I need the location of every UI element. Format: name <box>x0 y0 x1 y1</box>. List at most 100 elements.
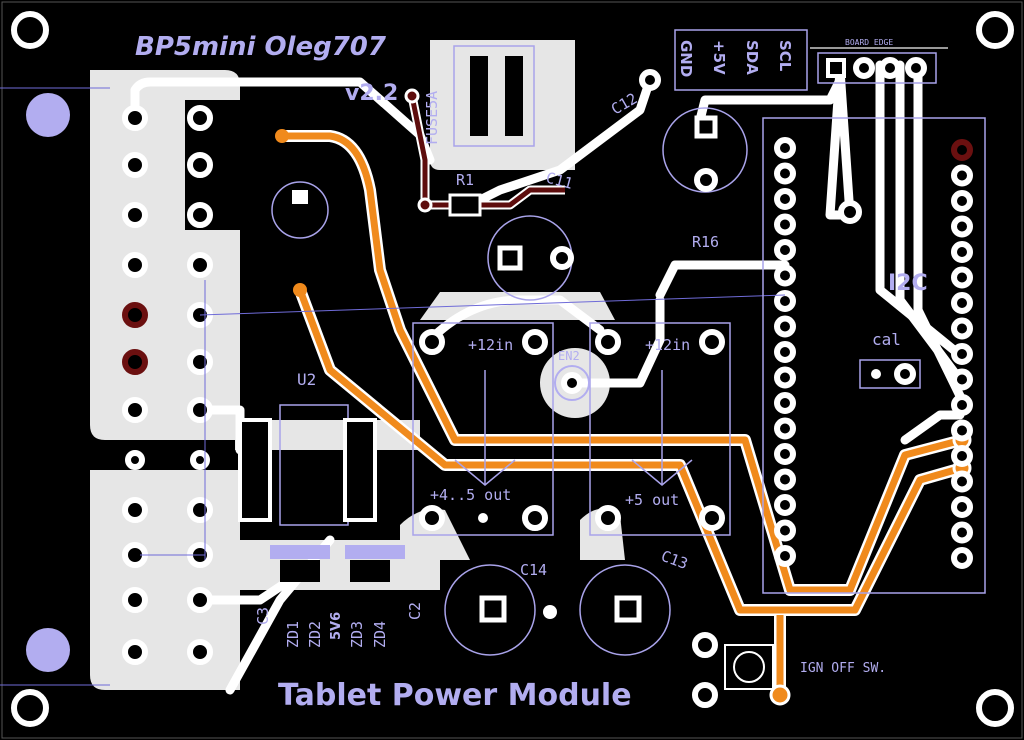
zd1-label: ZD1 <box>284 621 302 648</box>
c14-label: C14 <box>520 561 547 579</box>
i2c-scl-label: SCL <box>776 40 794 72</box>
i2c-5v-label: +5V <box>710 40 728 75</box>
pad <box>774 188 796 210</box>
pad <box>122 497 148 523</box>
pad <box>774 137 796 159</box>
pad <box>774 264 796 287</box>
zener-value-label: 5V6 <box>329 612 344 640</box>
regulator-2: +12in +5 out <box>589 322 731 536</box>
pad <box>951 343 973 365</box>
white-traces <box>130 60 967 705</box>
pad <box>774 290 796 312</box>
pad <box>951 292 973 314</box>
pad <box>125 450 145 470</box>
left-connector-pads <box>122 105 213 665</box>
pad <box>122 587 148 613</box>
r16-label: R16 <box>692 233 719 251</box>
zd3-label: ZD3 <box>348 621 366 648</box>
pad <box>951 368 973 391</box>
pad <box>774 162 796 185</box>
pad <box>774 519 796 542</box>
pad <box>187 497 213 523</box>
pad <box>774 545 796 567</box>
pad <box>951 317 973 340</box>
regulator-2-output-label: +5 out <box>625 491 679 509</box>
pad <box>122 302 148 328</box>
fuse-label: FUSE5A <box>423 91 441 145</box>
pad <box>951 190 973 212</box>
pad <box>187 152 213 178</box>
pad <box>951 521 973 544</box>
pad <box>122 639 148 665</box>
pad <box>122 152 148 178</box>
c3-label: C3 <box>254 607 272 625</box>
module-outline <box>762 117 986 594</box>
top-layer-traces <box>275 129 972 706</box>
pad <box>774 417 796 440</box>
cal-label: cal <box>872 330 901 349</box>
pad <box>774 315 796 338</box>
pad <box>774 494 796 516</box>
pad <box>774 468 796 491</box>
pad <box>187 202 213 228</box>
regulator-1-output-label: +4..5 out <box>430 486 511 504</box>
cal-jumper: cal <box>859 330 921 389</box>
ratsnest-lines <box>0 87 786 686</box>
zd2-label: ZD2 <box>306 621 324 648</box>
board-edge-label: BOARD EDGE <box>845 38 893 47</box>
i2c-label: I2C <box>888 271 928 296</box>
regulator-2-input-label: +12in <box>645 336 690 354</box>
pad <box>838 200 862 224</box>
ign-label: IGN OFF SW. <box>800 661 886 676</box>
header-pads <box>639 69 973 569</box>
pad <box>951 394 973 416</box>
pad <box>122 252 148 278</box>
u2-label: U2 <box>297 370 316 389</box>
pad <box>951 470 973 493</box>
mounting-holes <box>11 11 1014 727</box>
board-title: BP5mini Oleg707 <box>135 32 387 62</box>
pad <box>951 215 973 238</box>
pad <box>190 450 210 470</box>
en2-label: EN2 <box>558 349 580 363</box>
pad <box>187 397 213 423</box>
pad <box>951 241 973 263</box>
pad <box>951 445 973 467</box>
i2c-connector: GND +5V SDA SCL BOARD EDGE <box>674 29 948 91</box>
pad <box>951 496 973 518</box>
bottom-layer-trace <box>404 88 565 217</box>
pad <box>774 341 796 363</box>
capacitors <box>271 45 748 656</box>
board-version: v2.2 <box>345 81 398 106</box>
pad <box>187 349 213 375</box>
c2-label: C2 <box>406 602 424 620</box>
pad <box>122 349 148 375</box>
pad <box>122 105 148 131</box>
regulator-1: +12in +4..5 out <box>412 322 554 536</box>
pad <box>187 105 213 131</box>
r1-label: R1 <box>456 171 474 189</box>
u2-footprint: U2 <box>238 370 405 582</box>
en2-pad: EN2 <box>554 349 590 401</box>
pad <box>774 213 796 236</box>
pad <box>951 164 973 187</box>
pad <box>774 443 796 465</box>
pad <box>774 239 796 261</box>
pad <box>774 366 796 389</box>
pad <box>187 252 213 278</box>
regulator-1-input-label: +12in <box>468 336 513 354</box>
i2c-sda-label: SDA <box>743 40 761 75</box>
pad <box>187 639 213 665</box>
pad <box>774 392 796 414</box>
pad <box>187 587 213 613</box>
pad <box>951 419 973 442</box>
ign-switch: IGN OFF SW. <box>692 632 886 708</box>
pad <box>951 547 973 569</box>
pad <box>951 266 973 289</box>
pad <box>122 397 148 423</box>
i2c-gnd-label: GND <box>677 40 695 77</box>
pad <box>122 202 148 228</box>
footer-title: Tablet Power Module <box>278 678 632 713</box>
